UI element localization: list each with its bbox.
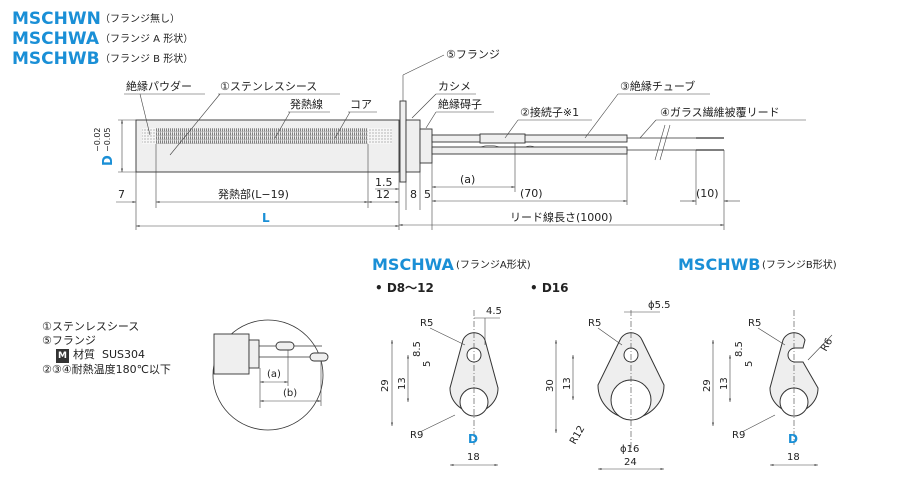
material-badge: M [56,349,69,363]
dim-phi-16: ϕ16 [620,444,639,455]
powder-left [142,128,156,144]
model-titles: MSCHWN （フランジ無し） MSCHWA （フランジ A 形状） MSCHW… [12,9,193,69]
material-value: SUS304 [101,348,145,361]
flange-b-title-note: (フランジB形状) [762,258,837,271]
callouts: 絶縁パウダー ①ステンレスシース 発熱線 コア ⑤フランジ カシメ 絶縁碍子 ②… [124,48,806,156]
label-connector: ②接続子※1 [520,105,579,119]
title-mschwa: MSCHWA [12,29,100,49]
dim-4-5: 4.5 [486,306,502,317]
dim-lead-length: リード線長さ(1000) [510,210,613,224]
flange-a-section: MSCHWA (フランジA形状) • D8～12 • D16 4.5 R5 8.… [372,255,671,470]
label-insulator: 絶縁碍子 [438,97,482,111]
dim-24: 24 [624,457,637,468]
dim-d-hole-b: D [788,432,798,446]
dim-r5-d16: R5 [588,318,601,329]
tube-upper [431,134,628,143]
dim-12: 12 [376,188,390,201]
insulator [419,128,433,164]
dim-18-b: 18 [787,452,800,463]
main-dimensions: D −0.02 −0.05 7 発熱部(L−19) 12 1.5 8 5 L (… [93,119,740,230]
label-stainless-sheath: ①ステンレスシース [220,80,317,93]
sheath [135,119,400,173]
dim-8-5-b: 8.5 [734,341,745,357]
title-mschwb: MSCHWB [12,49,100,69]
dim-phi-5-5: ϕ5.5 [648,300,671,311]
flange-b-title: MSCHWB [678,255,760,274]
kashime [405,119,421,173]
dim-r12: R12 [568,424,587,447]
title-mschwn: MSCHWN [12,9,101,29]
flange-plate [399,100,407,183]
material-line-heat-resistance: ②③④耐熱温度180℃以下 [42,363,171,376]
dim-10: (10) [696,187,719,200]
dim-7: 7 [118,188,125,201]
flange-a-variant-d16: • D16 [530,281,569,295]
dim-r9: R9 [410,430,423,441]
dim-r5-b: R5 [748,318,761,329]
dim-13: 13 [397,377,408,390]
title-mschwa-note: （フランジ A 形状） [100,32,193,45]
material-line-sheath: ①ステンレスシース [42,320,140,333]
dim-tol-upper: −0.02 [93,127,102,152]
dim-1-5: 1.5 [375,176,393,189]
dim-d: D [101,155,116,166]
flange-a-variant-d8-12: • D8～12 [375,281,434,295]
label-flange: ⑤フランジ [446,48,500,61]
label-glass-fiber-lead: ④ガラス繊維被覆リード [660,106,780,119]
detail-dim-b: (b) [283,388,297,399]
dim-5-b: 5 [744,361,755,367]
title-mschwn-note: （フランジ無し） [100,12,180,25]
connector-detail-view: (a) (b) [212,319,329,431]
heater-body [135,100,724,183]
dim-heating-section: 発熱部(L−19) [218,187,289,201]
dim-r5: R5 [420,318,433,329]
dim-13-b: 13 [719,377,730,390]
flange-b-section: MSCHWB (フランジB形状) R5 R6 8.5 5 13 29 R9 D … [678,255,837,466]
dim-30: 30 [545,379,556,392]
dim-70: (70) [520,187,543,200]
label-kashime: カシメ [438,80,471,93]
dim-29-b: 29 [702,379,713,392]
flange-a-title: MSCHWA [372,255,455,274]
connector-upper [479,133,526,144]
label-insulating-tube: ③絶縁チューブ [620,79,695,93]
dim-8: 8 [410,188,417,201]
dim-29: 29 [380,379,391,392]
dim-13-d16: 13 [562,377,573,390]
dim-5: 5 [424,188,431,201]
label-core: コア [350,98,372,111]
label-heating-wire: 発熱線 [290,97,323,111]
dim-L: L [262,211,270,225]
heating-coil [156,128,368,144]
dim-5-a: 5 [422,361,433,367]
label-insulating-powder: 絶縁パウダー [126,79,192,93]
material-label: 材質 [72,348,95,361]
flange-a-title-note: (フランジA形状) [456,258,531,271]
dim-d-hole: D [468,432,478,446]
dim-r9-b: R9 [732,430,745,441]
powder-right [368,128,392,144]
dim-8-5: 8.5 [412,341,423,357]
title-mschwb-note: （フランジ B 形状） [100,52,193,65]
detail-dim-a: (a) [267,369,281,380]
tube-lower [431,146,628,155]
material-line-flange: ⑤フランジ [42,334,96,347]
dim-tol-lower: −0.05 [103,127,112,152]
dim-r6: R6 [819,336,835,353]
dim-a: (a) [460,173,475,186]
dim-18: 18 [467,452,480,463]
